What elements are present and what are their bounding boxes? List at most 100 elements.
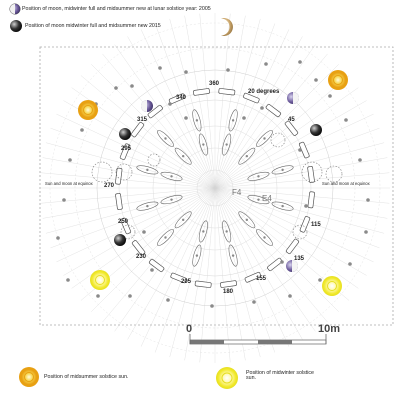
dot [344,118,348,122]
radial-line [199,187,216,363]
post-hole [256,229,273,246]
post-hole-center [164,236,167,239]
post-hole-center [263,137,266,140]
radial-line [56,187,216,263]
stone-hole [244,271,262,283]
post-hole-center [225,143,228,146]
post-hole [160,171,183,181]
radial-line [169,187,216,358]
post-hole-center [181,218,185,222]
post-hole [174,147,192,165]
dot [314,78,318,82]
radial-line [102,187,216,323]
radial-line [214,75,350,189]
half-moon-shade [292,260,298,272]
degree-135: 135 [294,256,305,262]
post-hole [192,109,202,132]
radial-line [114,44,216,189]
sun-ring [333,75,343,85]
radial-line [40,187,216,204]
post-hole [198,133,208,156]
dot [184,116,188,120]
dot [260,106,264,110]
dot [56,236,60,240]
legend-moon-2015: Position of moon midwinter full and mids… [25,23,161,29]
post-hole [228,109,238,132]
post-hole [222,133,232,156]
scale-label-end: 10m [318,323,341,335]
dot [66,278,70,282]
ring [174,147,256,229]
dashed-pit [292,224,308,240]
degree-20: 20 degrees [248,89,280,95]
post-hole [271,165,294,175]
post-hole-center [257,175,260,178]
radial-line [214,187,246,361]
radial-line [91,187,216,312]
dot [298,148,302,152]
dashed-pit [91,161,113,183]
post-hole [136,201,159,211]
stone-hole [220,280,237,288]
radial-line [140,187,216,347]
post-hole [157,229,174,246]
legend-crescent-gray-icon [261,1,269,17]
radial-line [184,15,216,189]
post-hole [222,220,232,243]
dot [264,62,268,66]
ring [96,69,334,307]
post-hole-center [195,254,199,257]
post-hole [247,171,270,181]
stone-hole [119,143,131,160]
dot [210,304,214,308]
radial-line [214,187,261,358]
radial-line [42,187,216,219]
dashed-pit [301,161,323,183]
stone-hole [265,103,282,118]
radial-line [214,87,359,189]
post-hole [198,220,208,243]
radial-line [102,53,216,189]
legend-midwinter-sun: Position of midwinter solstice sun. [246,370,315,382]
radial-line [214,187,316,332]
radial-line [140,29,216,189]
degree-250: 250 [118,219,129,225]
degree-230: 230 [136,254,147,260]
ring [49,22,381,354]
radial-line [214,36,303,189]
radial-line [214,13,231,189]
legend-midwinter-sun-icon [216,367,238,389]
radial-line [45,142,216,189]
site-frame [39,46,394,326]
radial-line [45,187,216,234]
radial-line [214,187,339,312]
full-moon [310,124,322,136]
radial-line [214,187,380,249]
sun-ring [95,275,105,285]
radial-line [214,100,367,189]
ring [118,91,312,285]
radial-line [214,29,290,189]
radial-line [214,18,261,189]
dot [304,204,308,208]
radial-line [214,187,385,234]
radial-line [169,18,216,189]
radial-line [214,187,328,323]
sun-ring [83,105,93,115]
dot [328,94,332,98]
degree-155: 155 [256,276,267,282]
radial-line [214,187,231,363]
sun [328,70,348,90]
post-hole-center [225,230,228,233]
scatter-dots [56,60,370,308]
legend-midsummer-sun-icon [19,367,39,387]
radial-line [214,172,390,189]
radial-line [214,157,388,189]
radial-line [214,127,380,189]
post-hole-center [257,198,260,201]
radial-line [214,187,359,289]
post-hole-center [170,198,173,201]
stone-label-f4: F4 [232,188,242,197]
dot [142,230,146,234]
